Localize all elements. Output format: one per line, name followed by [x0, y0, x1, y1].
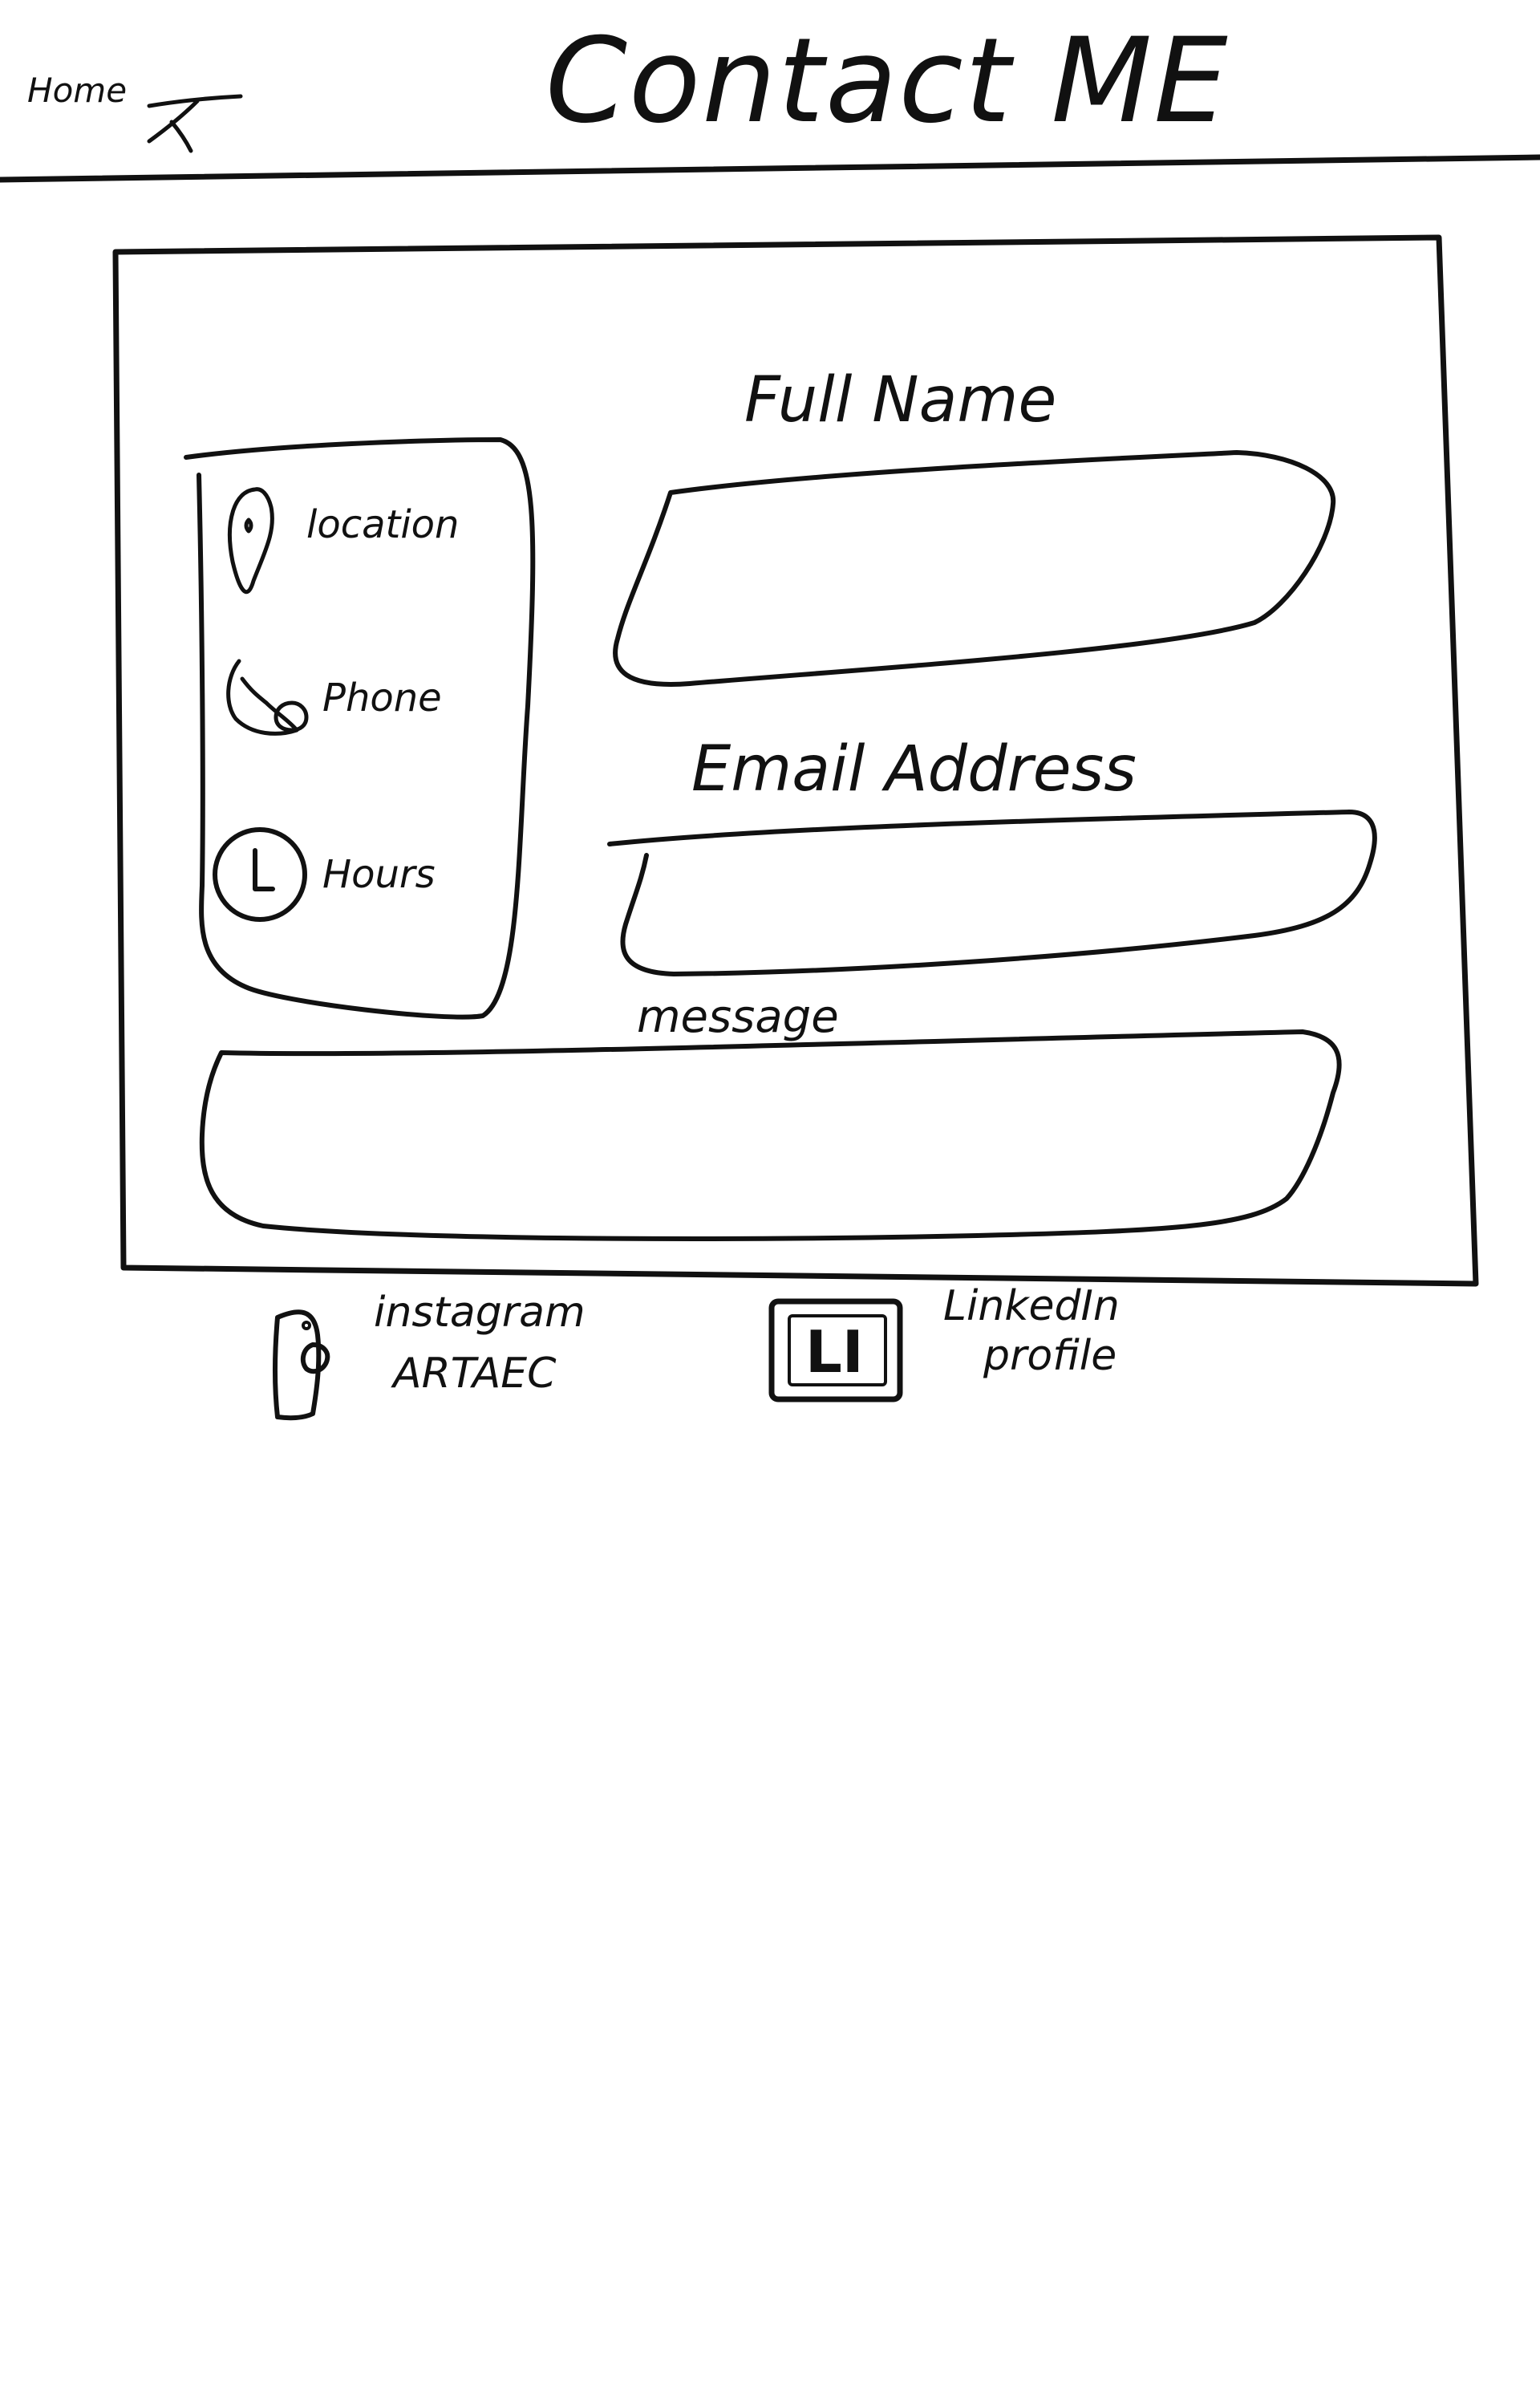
phone-label: Phone [322, 676, 442, 720]
message-input[interactable] [239, 1072, 1303, 1226]
clock-icon [213, 827, 307, 922]
message-label: message [637, 991, 839, 1043]
clock-icon-hands [253, 848, 275, 891]
full-name-input[interactable] [672, 528, 1282, 624]
hours-label: Hours [322, 852, 436, 897]
linkedin-label: LinkedIn [943, 1282, 1120, 1330]
location-label: location [306, 502, 460, 547]
home-link[interactable]: Home [27, 74, 127, 108]
arrow-icon [147, 94, 243, 153]
linkedin-profile-label: profile [983, 1332, 1117, 1380]
header-divider [0, 154, 1540, 183]
email-address-input[interactable] [650, 855, 1331, 956]
linkedin-link[interactable] [768, 1300, 902, 1399]
full-name-label: Full Name [744, 364, 1057, 436]
location-pin-icon [228, 487, 274, 595]
email-address-label: Email Address [691, 733, 1137, 806]
phone-icon [226, 659, 309, 736]
instagram-label: instagram [374, 1289, 586, 1337]
instagram-link[interactable] [273, 1314, 319, 1414]
home-link-label: Home [27, 71, 128, 110]
instagram-handle: ARTAEC [393, 1350, 557, 1398]
page-title: Contact ME [545, 13, 1230, 149]
